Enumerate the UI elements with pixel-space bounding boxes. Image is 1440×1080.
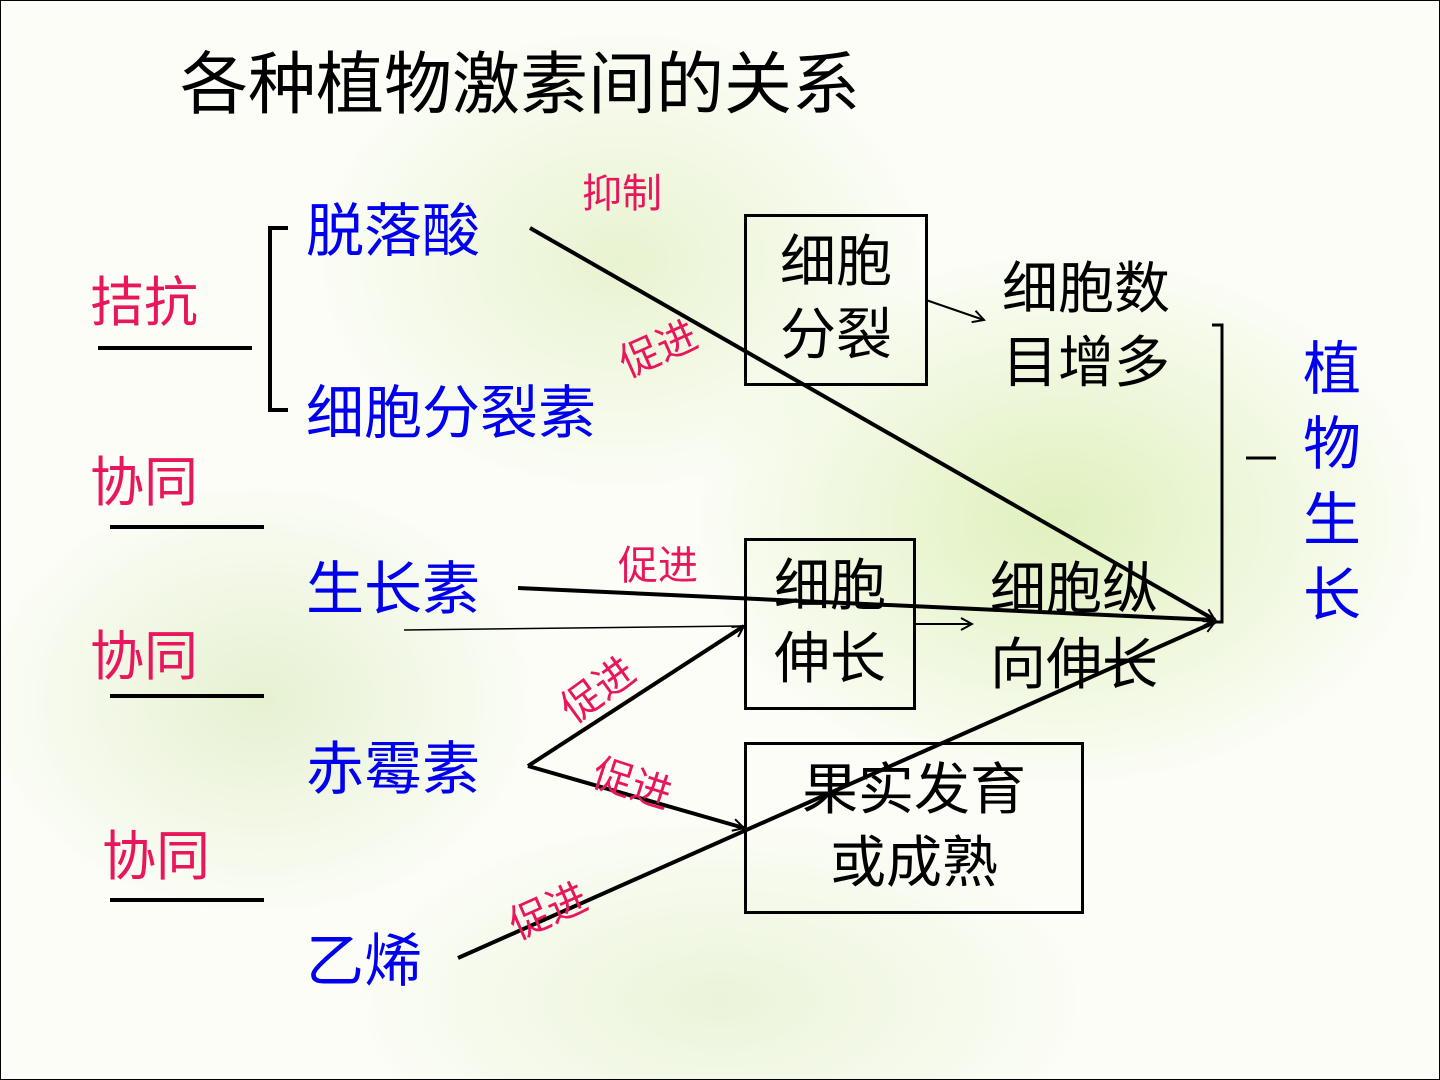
box-cell-elongation: 细胞 伸长 (744, 538, 916, 710)
hormone-abscisic-acid: 脱落酸 (306, 197, 481, 265)
arrow-auxin-thin (403, 625, 743, 631)
outcome-plant-growth: 植 物 生 长 (1302, 335, 1361, 630)
box-fruit-label: 果实发育 或成熟 (802, 758, 1026, 896)
page-title: 各种植物激素间的关系 (180, 46, 861, 125)
effect-longitudinal-line2: 向伸长 (990, 633, 1158, 698)
arrow-division-to-count (925, 299, 984, 320)
arrow-auxin-to-growth (517, 586, 1215, 620)
relation-synergy-1: 协同 (90, 451, 198, 514)
relation-synergy-2: 协同 (90, 625, 198, 688)
relation-antagonism: 拮抗 (90, 271, 198, 334)
bracket-antagonism (268, 226, 288, 412)
box-cell-division-label: 细胞 分裂 (780, 230, 892, 368)
effect-cell-count-line1: 细胞数 (1002, 257, 1170, 322)
effect-longitudinal-line1: 细胞纵 (990, 557, 1158, 622)
hormone-cytokinin: 细胞分裂素 (306, 379, 597, 447)
arrow-gibberellin-to-fruit (527, 764, 744, 828)
hormone-auxin: 生长素 (306, 555, 481, 623)
hormone-ethylene: 乙烯 (306, 927, 423, 995)
box-cell-elongation-label: 细胞 伸长 (774, 554, 886, 692)
box-cell-division: 细胞 分裂 (744, 214, 928, 386)
box-fruit: 果实发育 或成熟 (744, 742, 1084, 914)
arrow-ethylene-to-growth (457, 622, 1215, 960)
effect-cell-count-line2: 目增多 (1002, 331, 1170, 396)
action-inhibit: 抑制 (582, 171, 662, 217)
relation-synergy-3: 协同 (102, 825, 210, 888)
hormone-gibberellin: 赤霉素 (306, 735, 481, 803)
arrow-gibberellin-to-elongation (526, 624, 744, 768)
arrow-abscisic-to-growth (529, 226, 1215, 622)
action-promote-auxin: 促进 (618, 543, 698, 589)
